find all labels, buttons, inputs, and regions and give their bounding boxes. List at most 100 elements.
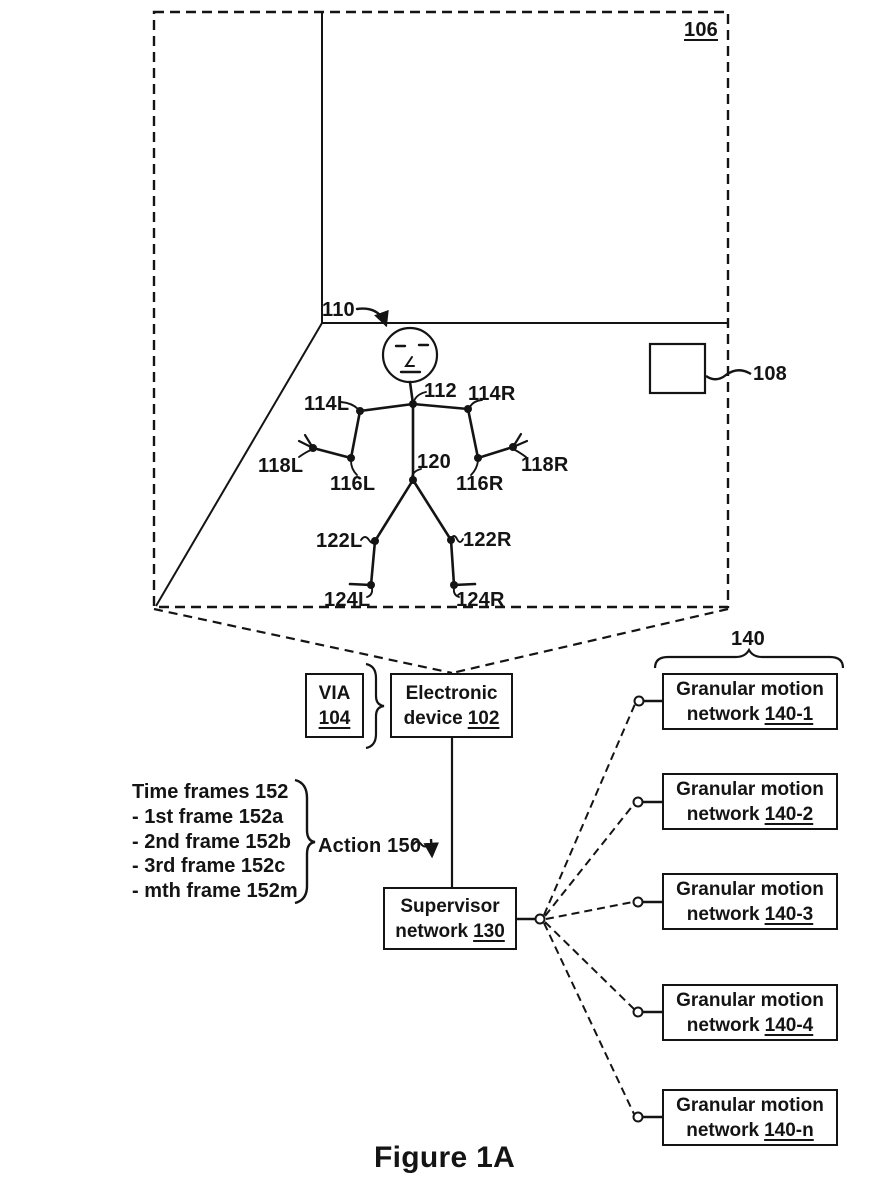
time-frames-item: - mth frame 152m xyxy=(132,880,298,903)
funnel-right xyxy=(451,607,729,675)
joint-label-114r: 114R xyxy=(468,383,516,405)
network-stubs xyxy=(642,699,662,1119)
leader-122l-tilde xyxy=(360,536,378,544)
electronic-device-line1: Electronic xyxy=(405,682,498,704)
leader-116r xyxy=(470,460,479,476)
stick-figure xyxy=(297,326,529,589)
funnel-left xyxy=(153,607,453,675)
time-frames-item: - 2nd frame 152b xyxy=(132,830,291,853)
via-brace xyxy=(365,662,385,750)
leader-114r xyxy=(469,399,483,408)
hub-rays xyxy=(543,703,636,1115)
right-arm xyxy=(466,407,515,460)
figure-caption: Figure 1A xyxy=(374,1141,516,1174)
room-outline xyxy=(152,10,730,609)
ray-2 xyxy=(544,803,635,917)
action-arrow xyxy=(423,838,440,859)
electronic-device-line2: device xyxy=(403,707,463,729)
leader-116l xyxy=(350,460,358,476)
granular-4-number: 140-4 xyxy=(764,1014,814,1036)
time-frames-brace xyxy=(294,778,316,905)
action-group-lines xyxy=(294,778,440,905)
granular-3-number: 140-3 xyxy=(764,903,814,925)
ray-3 xyxy=(545,901,634,920)
time-frames-item: - 3rd frame 152c xyxy=(132,855,286,878)
joint-label-118l: 118L xyxy=(258,455,304,477)
joint-label-120: 120 xyxy=(417,451,451,473)
room-label: 106 xyxy=(684,19,718,41)
device-108-label: 108 xyxy=(753,363,787,385)
hub-node xyxy=(534,913,546,925)
device-108 xyxy=(648,342,752,395)
time-frames-item: - 1st frame 152a xyxy=(132,805,284,828)
room-dashed-border xyxy=(152,10,730,609)
joint-label-116l: 116L xyxy=(330,473,376,495)
head xyxy=(381,326,439,384)
via-box-number: 104 xyxy=(318,707,351,729)
ray-4 xyxy=(544,921,635,1010)
granular-3-line1: Granular motion xyxy=(676,878,824,900)
via-box-title: VIA xyxy=(318,682,351,704)
granular-n-line1: Granular motion xyxy=(676,1094,824,1116)
left-leg xyxy=(369,478,415,587)
person-label: 110 xyxy=(322,299,355,321)
leader-114l xyxy=(340,401,359,410)
nose xyxy=(404,356,415,367)
leader-118r xyxy=(514,449,527,458)
supervisor-number: 130 xyxy=(473,920,505,942)
leader-110-arrow xyxy=(355,307,389,328)
supervisor-line1: Supervisor xyxy=(400,895,500,917)
joint-label-122r: 122R xyxy=(463,529,512,551)
supervisor-hub-connections xyxy=(517,695,662,1123)
leader-118l xyxy=(298,449,312,458)
leader-120 xyxy=(411,468,422,478)
joint-label-112: 112 xyxy=(424,380,457,402)
room-wall-diagonal xyxy=(155,322,323,607)
leader-112 xyxy=(413,391,427,402)
granular-1-line1: Granular motion xyxy=(676,678,824,700)
supervisor-line2: network xyxy=(395,920,469,942)
granular-group-label: 140 xyxy=(731,628,765,650)
granular-4-line2: network xyxy=(686,1014,760,1036)
joint-label-118r: 118R xyxy=(521,454,569,476)
time-frames-block: Time frames 152 - 1st frame 152a - 2nd f… xyxy=(132,780,298,904)
label-leaders xyxy=(298,307,527,598)
granular-n-number: 140-n xyxy=(764,1119,814,1141)
granular-1-number: 140-1 xyxy=(764,703,814,725)
granular-2-number: 140-2 xyxy=(764,803,814,825)
connector-nodes xyxy=(534,695,645,1123)
granular-2-line2: network xyxy=(686,803,760,825)
joint-label-114l: 114L xyxy=(304,393,350,415)
granular-1-line2: network xyxy=(686,703,760,725)
ray-1 xyxy=(543,703,636,916)
granular-group-brace xyxy=(653,647,845,669)
action-label: Action 150 xyxy=(318,835,422,857)
right-leg xyxy=(411,478,456,587)
granular-4-line1: Granular motion xyxy=(676,989,824,1011)
joint-label-124r: 124R xyxy=(456,589,505,611)
granular-3-line2: network xyxy=(686,903,760,925)
electronic-device-number: 102 xyxy=(467,707,500,729)
ray-n xyxy=(543,922,635,1115)
left-arm xyxy=(311,409,362,460)
joint-label-116r: 116R xyxy=(456,473,504,495)
device-108-leader xyxy=(705,369,752,381)
granular-2-line1: Granular motion xyxy=(676,778,824,800)
joint-label-124l: 124L xyxy=(324,589,371,611)
room-funnel-lines xyxy=(153,607,729,675)
leader-124l xyxy=(366,587,374,598)
leader-122r-tilde xyxy=(450,535,464,543)
leader-124r xyxy=(452,587,460,598)
time-frames-title: Time frames 152 xyxy=(132,781,289,803)
device-108-box xyxy=(648,342,707,395)
joint-label-122l: 122L xyxy=(316,530,363,552)
